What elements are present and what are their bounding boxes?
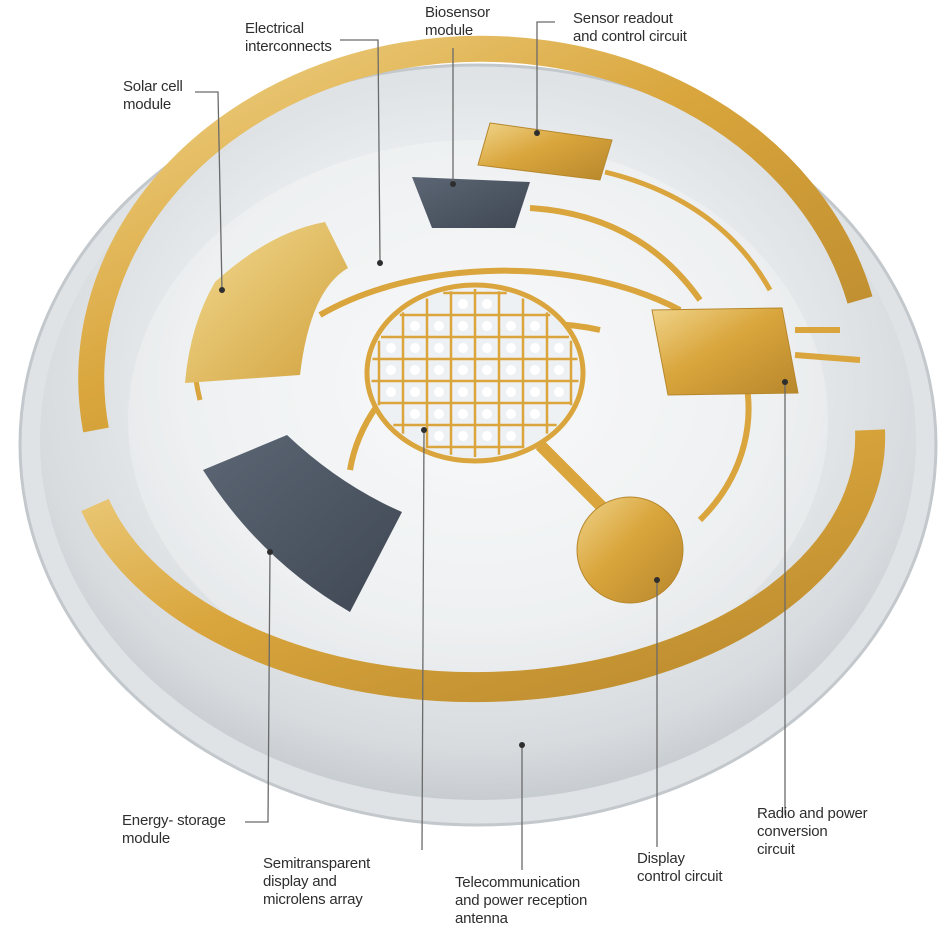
microlens bbox=[410, 365, 420, 375]
microlens bbox=[458, 431, 468, 441]
microlens bbox=[410, 387, 420, 397]
sensor-readout-circuit bbox=[477, 122, 613, 181]
microlens bbox=[554, 343, 564, 353]
interconnect-radio-2 bbox=[794, 352, 861, 363]
leader-dots bbox=[219, 130, 788, 748]
microlens bbox=[482, 299, 492, 309]
microlens bbox=[434, 387, 444, 397]
microlens bbox=[434, 431, 444, 441]
interconnect-arc-1 bbox=[318, 267, 682, 318]
interconnect-arc-3 bbox=[604, 169, 773, 292]
leader-solar-cell bbox=[195, 91, 223, 291]
solar-cell-module bbox=[185, 222, 348, 383]
microlens bbox=[506, 431, 516, 441]
leader-energy-storage bbox=[245, 551, 271, 823]
microlens-array bbox=[364, 282, 586, 464]
microlens bbox=[482, 321, 492, 331]
microlens bbox=[554, 365, 564, 375]
interconnect-arc-2 bbox=[529, 205, 703, 302]
microlens bbox=[482, 365, 492, 375]
biosensor-module bbox=[412, 177, 530, 228]
microlens bbox=[410, 409, 420, 419]
microlens bbox=[506, 409, 516, 419]
microlens bbox=[482, 343, 492, 353]
microlens bbox=[386, 365, 396, 375]
microlens bbox=[434, 365, 444, 375]
microlens bbox=[530, 387, 540, 397]
microlens bbox=[410, 321, 420, 331]
microlens bbox=[506, 365, 516, 375]
microlens bbox=[530, 409, 540, 419]
microlens bbox=[530, 365, 540, 375]
microlens bbox=[458, 365, 468, 375]
microlens bbox=[434, 343, 444, 353]
antenna-ring-upper bbox=[78, 35, 873, 433]
microlens bbox=[458, 321, 468, 331]
microlens bbox=[386, 343, 396, 353]
leader-electrical-interconnects bbox=[340, 39, 381, 263]
microlens bbox=[530, 343, 540, 353]
microlens bbox=[506, 321, 516, 331]
leader-display bbox=[421, 429, 425, 851]
microlens bbox=[434, 409, 444, 419]
interconnect-display-stem bbox=[535, 440, 615, 520]
antenna-ring-lower bbox=[81, 429, 886, 703]
microlens bbox=[434, 321, 444, 331]
microlens bbox=[410, 343, 420, 353]
display-control-circuit bbox=[576, 496, 684, 604]
leader-sensor-readout bbox=[536, 21, 555, 133]
microlens bbox=[554, 387, 564, 397]
microlens bbox=[458, 387, 468, 397]
energy-storage-module bbox=[203, 435, 402, 612]
microlens bbox=[458, 343, 468, 353]
microlens bbox=[386, 387, 396, 397]
microlens-grid bbox=[371, 289, 579, 457]
microlens bbox=[482, 387, 492, 397]
microlens bbox=[482, 431, 492, 441]
radio-power-circuit bbox=[651, 307, 799, 396]
microlens bbox=[458, 409, 468, 419]
microlens bbox=[482, 409, 492, 419]
microlens bbox=[506, 387, 516, 397]
microlens bbox=[530, 321, 540, 331]
leader-lines bbox=[195, 21, 786, 870]
microlens bbox=[458, 299, 468, 309]
microlens bbox=[506, 343, 516, 353]
